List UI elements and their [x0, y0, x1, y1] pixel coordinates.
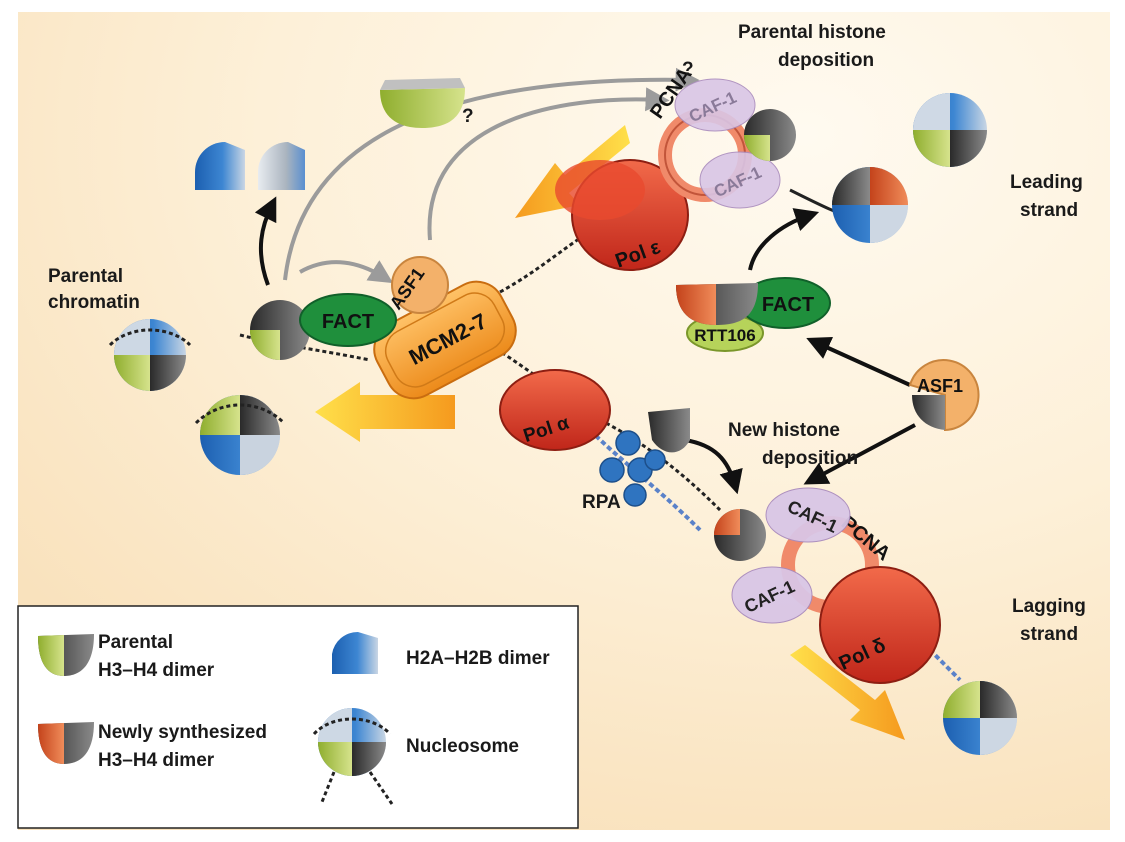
label-parental-chromatin: Parental chromatin	[48, 266, 140, 313]
arrow-to-asf1	[299, 260, 394, 284]
legend-parental-h3h4-text: Parental H3–H4 dimer	[98, 632, 215, 681]
nucleosome-leading-left	[832, 167, 908, 243]
free-parental-h3h4	[380, 78, 465, 128]
legend-parental-h3h4-icon	[38, 634, 94, 676]
question-mark-mid: ?	[462, 106, 474, 127]
legend-nucleosome-icon	[312, 708, 394, 805]
arrow-asf1-to-rtt106	[806, 337, 911, 387]
legend-new-h3h4-text: Newly synthesized H3–H4 dimer	[98, 722, 272, 771]
nucleosome-leading-right	[913, 93, 987, 167]
label-leading-strand: Leading strand	[1010, 172, 1088, 221]
rpa-cluster	[599, 430, 666, 507]
caf1-lagging-bottom: CAF-1	[731, 566, 813, 624]
fact-chaperone-label: FACT	[762, 294, 814, 316]
label-parental-deposition: Parental histone deposition	[738, 22, 891, 71]
pol-epsilon: Pol ε	[555, 159, 689, 273]
chaperone-group: RTT106 FACT	[676, 277, 831, 352]
arrow-h2a-release	[254, 196, 277, 286]
legend-h2a-h2b-text: H2A–H2B dimer	[406, 648, 550, 669]
legend-box	[17, 605, 579, 829]
caf1-lagging-top: CAF-1	[765, 487, 851, 543]
legend-nucleosome-text: Nucleosome	[406, 736, 519, 757]
caf1-leading-top: CAF-1	[674, 78, 756, 132]
fact-fork-label: FACT	[322, 311, 374, 333]
nucleosome-parental-bottom	[194, 395, 286, 475]
asf1-free-label: ASF1	[917, 376, 963, 396]
arrow-to-pcna-top	[283, 67, 700, 281]
arrow-new-h3h4	[684, 438, 743, 495]
asf1-free: ASF1	[908, 359, 980, 432]
nucleosome-lagging	[943, 681, 1017, 755]
pol-delta: Pol δ	[819, 566, 941, 684]
arrow-asf1-to-lagging	[803, 423, 916, 485]
recycling-arrows	[283, 67, 700, 284]
question-mark-top: ?	[682, 59, 694, 80]
legend-h2a-h2b-icon	[332, 631, 378, 674]
pol-alpha: Pol α	[499, 369, 611, 451]
nucleosome-parental-top	[108, 319, 192, 391]
mcm2-7: MCM2-7	[373, 280, 517, 400]
legend-new-h3h4-icon	[38, 722, 94, 764]
label-lagging-strand: Lagging strand	[1012, 596, 1091, 645]
new-h3h4-free	[648, 408, 690, 453]
label-rpa: RPA	[582, 492, 621, 513]
parental-h3h4-deposited	[744, 109, 796, 161]
legend: Parental H3–H4 dimer Newly synthesized H…	[17, 605, 579, 829]
caf1-leading-bottom: CAF-1	[699, 151, 781, 209]
diagram-labels: Parental chromatin Parental histone depo…	[48, 22, 1091, 645]
arrow-to-pcna	[427, 87, 670, 241]
arrow-lagging	[790, 645, 905, 740]
rtt106-label: RTT106	[694, 326, 755, 345]
label-new-deposition: New histone deposition	[728, 420, 858, 469]
fact-fork: FACT	[299, 293, 397, 347]
new-h3h4-lagging	[714, 509, 766, 561]
parental-h3h4-at-fork	[250, 300, 310, 360]
black-arrows	[254, 196, 916, 495]
arrow-fact-to-leading	[748, 208, 820, 271]
released-h2a-h2b	[195, 142, 305, 190]
asf1-fork: ASF1	[386, 256, 449, 314]
